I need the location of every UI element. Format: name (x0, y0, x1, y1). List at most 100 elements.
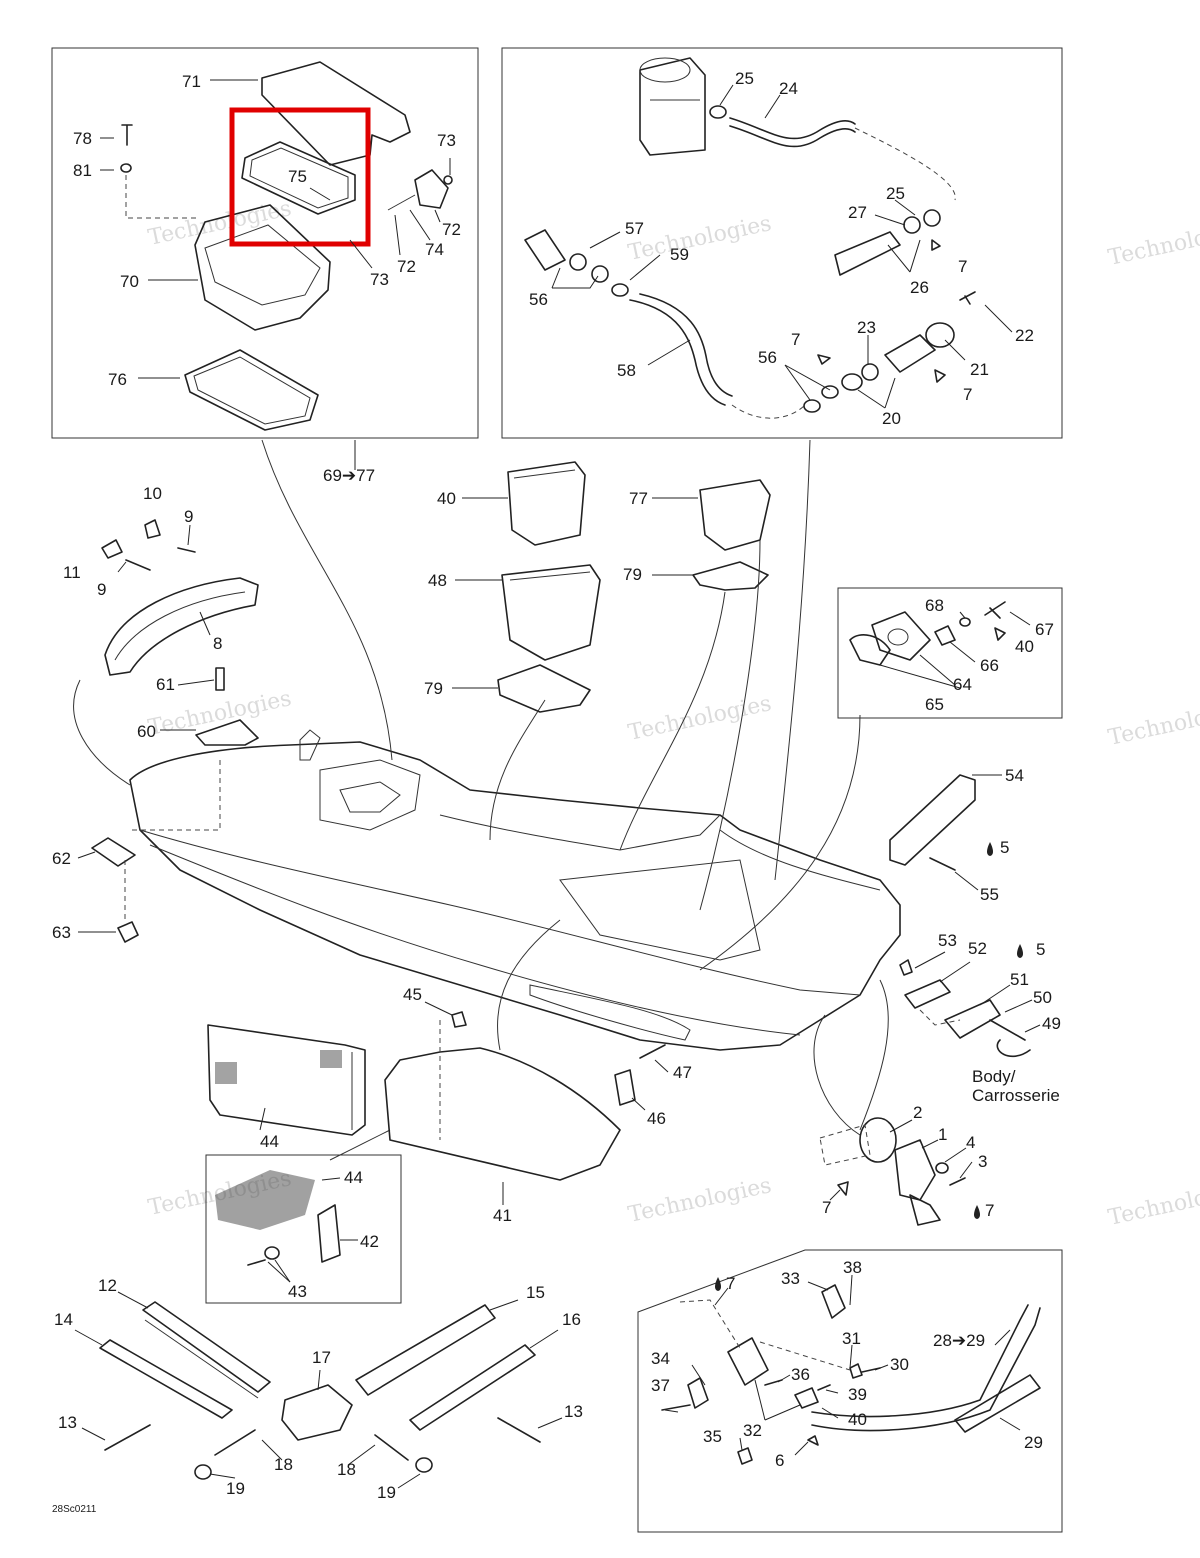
trim-16 (409, 1344, 536, 1431)
drop-icon (715, 1277, 721, 1291)
panel-44 (207, 1024, 366, 1136)
callout-54: 54 (1005, 766, 1024, 785)
callout-76: 75 (288, 167, 307, 186)
callout-21: 21 (970, 360, 989, 379)
flange-2 (859, 1117, 897, 1163)
callout-4: 4 (966, 1133, 975, 1152)
trim-54 (889, 774, 976, 866)
bracket-60 (195, 719, 259, 746)
bin-48 (501, 564, 601, 661)
callout-8: 8 (213, 634, 222, 653)
callout-39: 39 (848, 1385, 867, 1404)
callout-49: 49 (1042, 1014, 1061, 1033)
callout-66: 66 (980, 656, 999, 675)
callout-34: 34 (651, 1349, 670, 1368)
callout-50: 50 (1033, 988, 1052, 1007)
assembly-lines (73, 439, 889, 1161)
callout-44a: 44 (260, 1132, 279, 1151)
nut-10 (144, 519, 161, 539)
callout-5b: 5 (1036, 940, 1045, 959)
callout-7f: 7 (726, 1274, 735, 1293)
drop-icon (1017, 944, 1023, 958)
callout-7b: 7 (791, 330, 800, 349)
figure-code: 28Sc0211 (52, 1504, 97, 1515)
bin-78 (699, 479, 771, 551)
watermark: Technologies (1106, 216, 1200, 271)
callout-59: 59 (670, 245, 689, 264)
callout-74a: 73 (437, 131, 456, 150)
seal-77 (184, 349, 319, 431)
callout-67: 67 (1035, 620, 1054, 639)
callout-labels: 71 78 81 75 73 72 74 72 73 70 76 69➔77 2… (52, 69, 1061, 1515)
rivet-18b (374, 1434, 409, 1461)
callout-81b: 79 (424, 679, 443, 698)
rub-rails (74, 1291, 563, 1489)
box-frame (51, 47, 479, 439)
plug-19b (415, 1457, 433, 1473)
callout-13b: 13 (564, 1402, 583, 1421)
latch-72 (414, 169, 449, 209)
cap-17 (281, 1384, 353, 1441)
screw-47 (639, 1044, 666, 1059)
plate-33 (821, 1284, 846, 1319)
drain-plug (819, 1117, 973, 1226)
panel-44-detail (215, 1170, 315, 1230)
callout-38: 38 (843, 1258, 862, 1277)
callout-22: 22 (1015, 326, 1034, 345)
watermark: Technologies (1106, 696, 1200, 751)
drop-icon (974, 1205, 980, 1219)
screw-37 (661, 1404, 691, 1411)
callout-75: 74 (425, 240, 444, 259)
screw-55 (929, 857, 956, 871)
drop-icons (715, 842, 1023, 1291)
callout-7e: 7 (985, 1201, 994, 1220)
bin-40 (507, 461, 586, 546)
callout-2: 2 (913, 1103, 922, 1122)
fuel-cap-box (837, 587, 1063, 719)
tray-70 (194, 204, 331, 331)
callout-15: 15 (526, 1283, 545, 1302)
grip-29 (954, 1374, 1041, 1433)
washer-80 (120, 163, 132, 173)
callout-53: 53 (938, 931, 957, 950)
part-65 (849, 634, 891, 666)
boarding-handle-box (637, 1249, 1063, 1533)
callout-78: 77 (629, 489, 648, 508)
box-frame (637, 1249, 1063, 1533)
callout-37: 37 (651, 1376, 670, 1395)
u-bolt-49 (989, 1019, 1031, 1058)
callout-68: 68 (925, 596, 944, 615)
watermark: Technologies (146, 686, 294, 741)
callout-58: 58 (617, 361, 636, 380)
callout-10: 10 (143, 484, 162, 503)
callout-81a: 79 (623, 565, 642, 584)
grab-handle (101, 519, 259, 676)
side-trim (889, 774, 1002, 891)
callout-42: 42 (360, 1232, 379, 1251)
callout-9b: 9 (97, 580, 106, 599)
callout-27: 27 (848, 203, 867, 222)
drop-icon (987, 842, 993, 856)
body-label-2: Carrosserie (972, 1086, 1060, 1105)
fitting-56 (524, 229, 566, 271)
callout-62: 62 (52, 849, 71, 868)
watermark: Technologies (1106, 1176, 1200, 1231)
callout-32: 32 (743, 1421, 762, 1440)
callout-25b: 25 (886, 184, 905, 203)
callout-13a: 13 (58, 1413, 77, 1432)
box-frame (205, 1154, 402, 1304)
highlight-box (229, 107, 371, 247)
callout-77: 76 (108, 370, 127, 389)
bilge-box (501, 47, 1063, 439)
plate-34 (687, 1377, 709, 1409)
tow-eye (899, 951, 1041, 1058)
screw-67 (984, 601, 1006, 619)
handle-8 (104, 577, 259, 676)
callout-18a: 18 (274, 1455, 293, 1474)
callout-74b: 73 (370, 270, 389, 289)
callout-25a: 25 (735, 69, 754, 88)
clip-42 (317, 1204, 341, 1263)
hull-outline (129, 741, 901, 1051)
callout-19b: 19 (377, 1483, 396, 1502)
callout-64: 64 (953, 675, 972, 694)
